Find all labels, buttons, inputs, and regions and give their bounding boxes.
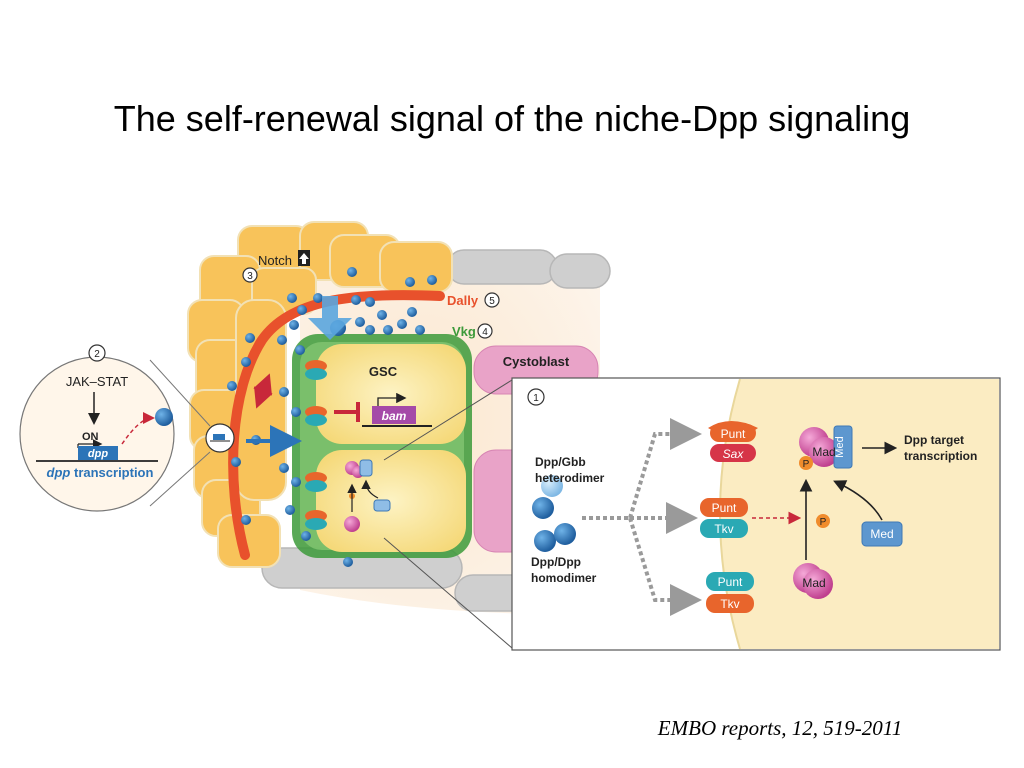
mad-unphosphorylated: Mad (793, 563, 833, 599)
gsc-cell-bottom (316, 450, 466, 552)
on-label: ON (82, 431, 99, 443)
dpp-gene-label: dpp (88, 448, 108, 460)
mad-med-complex: Mad Med P (799, 425, 853, 470)
gsc-mad-med (344, 459, 391, 532)
svg-text:Med: Med (834, 436, 846, 457)
med-free: Med (861, 521, 903, 547)
dpp-ligand-ball (155, 408, 173, 426)
step2-marker (88, 344, 106, 362)
membrane-receptors (305, 360, 327, 530)
dally-label: Dally (447, 293, 479, 308)
svg-text:Punt: Punt (718, 575, 743, 589)
heterodimer-label-2: heterodimer (535, 471, 605, 485)
svg-text:2: 2 (94, 349, 100, 360)
homodimer-label-1: Dpp/Dpp (531, 555, 581, 569)
svg-text:Mad: Mad (802, 576, 825, 590)
step3-marker (242, 267, 258, 283)
svg-text:Notch: Notch (258, 253, 292, 268)
svg-text:1: 1 (533, 393, 539, 404)
heterodimer-label-1: Dpp/Gbb (535, 455, 586, 469)
svg-text:3: 3 (247, 271, 253, 282)
svg-text:Tkv: Tkv (714, 522, 733, 536)
receptor-punt-tkv-active: Punt Tkv (700, 498, 748, 538)
target-label-1: Dpp target (904, 433, 964, 447)
vkg-label: Vkg (452, 324, 476, 339)
svg-text:Med: Med (870, 527, 893, 541)
svg-text:P: P (803, 459, 810, 470)
dpp-transcription-label: dpp transcription (47, 465, 154, 480)
jakstat-label: JAK–STAT (66, 374, 128, 389)
svg-text:Mad: Mad (812, 445, 835, 459)
svg-text:Tkv: Tkv (720, 597, 739, 611)
ligand-binding-arrows (582, 418, 702, 616)
homodimer (534, 523, 576, 552)
bam-label: bam (382, 409, 407, 423)
receptor-inset: 1 Dpp/Gbb heterodimer Dpp/Dpp homodimer … (383, 377, 1001, 651)
jakstat-inset: 2 JAK–STAT ON dpp dpp transcription (19, 344, 211, 512)
svg-text:5: 5 (489, 296, 495, 307)
notch-signal-arrow (308, 296, 352, 340)
svg-text:P: P (820, 517, 827, 528)
svg-text:4: 4 (482, 327, 488, 338)
svg-text:Punt: Punt (721, 427, 746, 441)
gsc-cell-top (316, 344, 466, 444)
notch-label-box: Notch (258, 250, 310, 268)
bam-gene (334, 392, 432, 427)
cap-cell-nucleus (205, 423, 235, 453)
svg-text:Punt: Punt (712, 501, 737, 515)
dpp-ligand-dots (227, 267, 437, 567)
receptor-punt-tkv-lower: Punt Tkv (706, 572, 754, 613)
citation: EMBO reports, 12, 519-2011 (657, 716, 903, 740)
slide-title: The self-renewal signal of the niche-Dpp… (113, 98, 911, 139)
heterodimer (532, 475, 563, 519)
gsc-label: GSC (369, 364, 398, 379)
cystoblast-label: Cystoblast (503, 354, 570, 369)
step1-marker (527, 388, 545, 406)
homodimer-label-2: homodimer (531, 571, 597, 585)
receptor-punt-sax: Punt Sax (708, 421, 758, 462)
target-label-2: transcription (904, 449, 977, 463)
step4-marker (477, 323, 493, 339)
double-arrow (253, 373, 273, 409)
svg-text:Sax: Sax (723, 447, 745, 461)
dally-band (228, 290, 445, 560)
step5-marker (484, 292, 500, 308)
dpp-gene-box (78, 446, 118, 460)
